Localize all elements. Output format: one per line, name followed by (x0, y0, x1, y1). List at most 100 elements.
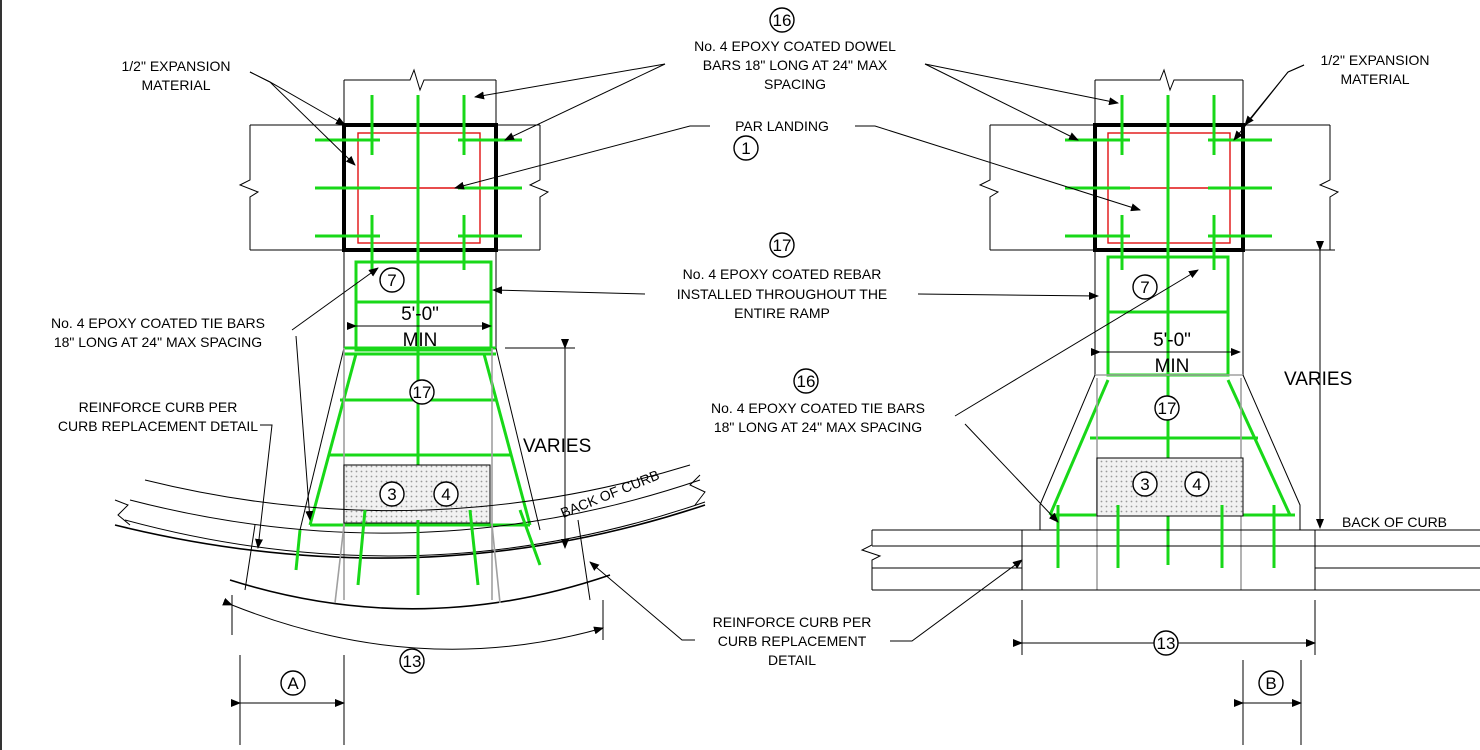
rebar-line-1: No. 4 EPOXY COATED REBAR (683, 266, 882, 282)
leader-par-landing (855, 125, 1141, 212)
break-line-curb-right (689, 474, 706, 506)
leader-rebar (917, 291, 1099, 300)
leader-tie-bars (964, 423, 1059, 523)
leader-tie-bars (295, 335, 314, 521)
svg-text:4: 4 (441, 485, 450, 504)
svg-text:3: 3 (1140, 475, 1149, 494)
varies-label: VARIES (523, 436, 591, 457)
callout-ca: A (280, 670, 306, 696)
expansion-left-line-1: 1/2" EXPANSION (122, 58, 231, 74)
expansion-right-line-1: 1/2" EXPANSION (1321, 52, 1430, 68)
callout-c7-right: 7 (1132, 274, 1158, 300)
callout-c16-center: 16 (793, 368, 819, 394)
leader-expansion (249, 71, 356, 166)
break-line-curb (860, 530, 882, 590)
svg-text:7: 7 (387, 271, 396, 290)
leader-dowel (924, 63, 1079, 141)
flare-outline-right (495, 347, 541, 531)
leader-dowel (474, 63, 666, 100)
min-width-label: MIN (403, 330, 438, 351)
flare-outline-left (299, 347, 345, 531)
svg-text:3: 3 (387, 485, 396, 504)
rebar-line-3: ENTIRE RAMP (734, 305, 830, 321)
callout-c4-right: 4 (1184, 471, 1210, 497)
rebar-line-2: INSTALLED THROUGHOUT THE (677, 286, 888, 302)
leader-expansion (1244, 64, 1305, 126)
tie-bar (518, 509, 542, 566)
svg-text:17: 17 (1158, 399, 1177, 418)
svg-text:17: 17 (773, 236, 792, 255)
curb-back-line (114, 504, 706, 559)
varies-label: VARIES (1284, 369, 1352, 390)
reinforce-right-line-2: CURB REPLACEMENT (718, 633, 867, 649)
svg-text:A: A (287, 674, 299, 693)
break-line-curb-left (114, 499, 131, 526)
callout-c3-right: 3 (1132, 471, 1158, 497)
svg-text:B: B (1265, 674, 1276, 693)
break-line-left (238, 125, 260, 250)
callout-c16-top: 16 (769, 7, 795, 33)
par-landing-label: PAR LANDING (735, 118, 829, 134)
tie-bars-right-line-2: 18" LONG AT 24" MAX SPACING (714, 419, 922, 435)
dim-arc-13 (222, 597, 604, 650)
leader-dowel (504, 63, 666, 141)
leader-reinforce (589, 561, 695, 641)
expansion-left-line-2: MATERIAL (142, 77, 211, 93)
callout-c7-left: 7 (379, 267, 405, 293)
min-width-value: 5'-0" (401, 304, 439, 325)
leader-dowel (924, 63, 1119, 106)
callout-c17-center: 17 (769, 232, 795, 258)
detectable-warning-surface (343, 464, 491, 524)
callout-c4-left: 4 (433, 481, 459, 507)
break-line-top (344, 68, 496, 92)
tie-bars-right-line-1: No. 4 EPOXY COATED TIE BARS (711, 400, 925, 416)
svg-text:17: 17 (413, 383, 432, 402)
svg-text:7: 7 (1140, 278, 1149, 297)
joint-line (491, 524, 501, 604)
reinforce-left-line-2: CURB REPLACEMENT DETAIL (58, 418, 258, 434)
expansion-right-line-2: MATERIAL (1341, 71, 1410, 87)
svg-text:13: 13 (403, 652, 422, 671)
curb-end-right (577, 519, 591, 601)
svg-text:4: 4 (1192, 475, 1201, 494)
break-line-top (1095, 68, 1243, 92)
min-width-label: MIN (1155, 356, 1190, 377)
svg-text:16: 16 (773, 11, 792, 30)
callout-c13-right: 13 (1153, 630, 1179, 656)
callout-c1: 1 (733, 135, 759, 161)
leader-reinforce (890, 559, 1023, 642)
dowel-bars-line-1: No. 4 EPOXY COATED DOWEL (694, 38, 896, 54)
leader-par-landing (454, 125, 710, 190)
break-line-right (1318, 125, 1340, 250)
reinforce-right-line-3: DETAIL (768, 652, 816, 668)
tie-bar (356, 509, 367, 586)
flare-rebar-left (308, 353, 358, 526)
break-line-left (978, 125, 1000, 250)
reinforce-left-line-1: REINFORCE CURB PER (79, 399, 238, 415)
leader-tie-bars (291, 267, 379, 331)
leader-expansion (1233, 64, 1305, 141)
leader-expansion (249, 71, 346, 126)
svg-text:13: 13 (1157, 634, 1176, 653)
tie-bars-left-line-2: 18" LONG AT 24" MAX SPACING (54, 334, 262, 350)
reinforce-right-line-1: REINFORCE CURB PER (713, 614, 872, 630)
dowel-bars-line-3: SPACING (764, 76, 826, 92)
callout-c13-left: 13 (399, 648, 425, 674)
leader-rebar (492, 286, 646, 295)
curb-end-left (244, 524, 256, 591)
callout-c3-left: 3 (379, 481, 405, 507)
callout-c17-left: 17 (409, 379, 435, 405)
leader-reinforce (255, 424, 273, 549)
callout-cb: B (1258, 670, 1284, 696)
detectable-warning-surface (1096, 457, 1244, 517)
ramp-rebar-box (354, 260, 493, 352)
callout-c17-right: 17 (1154, 395, 1180, 421)
svg-text:16: 16 (797, 372, 816, 391)
break-line-right (528, 125, 550, 250)
dowel-bars-line-2: BARS 18" LONG AT 24" MAX (703, 57, 888, 73)
curb-line (144, 464, 691, 512)
tie-bars-left-line-1: No. 4 EPOXY COATED TIE BARS (51, 315, 265, 331)
svg-text:1: 1 (741, 139, 750, 158)
